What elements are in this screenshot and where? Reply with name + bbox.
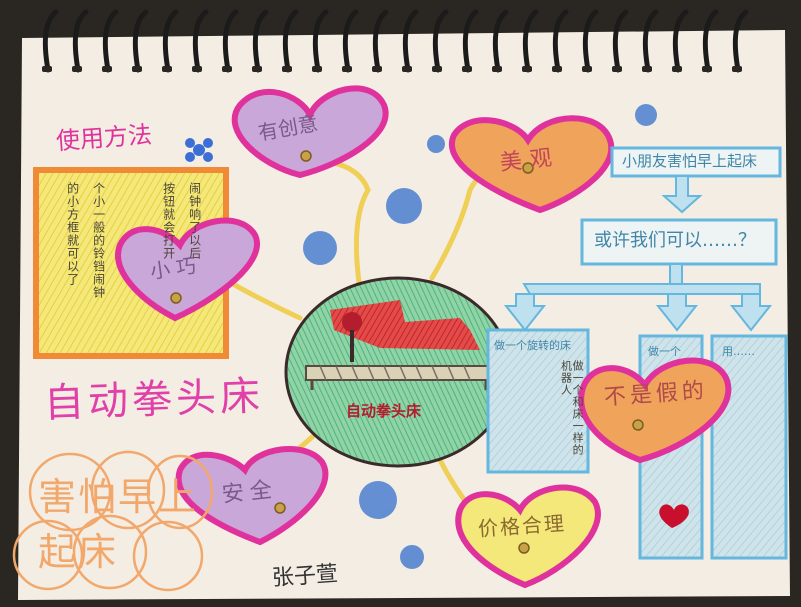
blue-dots	[303, 104, 657, 569]
heart-bottom-right	[455, 484, 601, 589]
spiral-holes	[42, 66, 742, 72]
center-label: 自动拳头床	[346, 402, 422, 420]
solution-box-1-text: 做一个和床一样的机器人	[559, 360, 585, 456]
spiral-binding	[42, 9, 749, 73]
heart-top	[231, 85, 389, 179]
bed-drawing	[305, 300, 493, 390]
signature: 张子萱	[271, 561, 339, 592]
solution-box-1-label: 做一个旋转的床	[494, 339, 571, 352]
solution-box-2-label: 做一个	[648, 345, 681, 358]
worry-text: 害怕早上起床	[38, 475, 199, 575]
page-title: 自动拳头床	[43, 373, 265, 427]
arrow-down-icon	[661, 175, 703, 214]
heart-bottom	[175, 446, 329, 546]
problem-text: 小朋友害怕早上起床	[622, 152, 758, 170]
usage-note-2: 的小方框就可以了	[65, 182, 80, 286]
branch-arrows	[503, 263, 773, 332]
problem-box	[610, 146, 782, 178]
heart-label-bottom: 安全	[220, 477, 280, 508]
heart-right	[578, 357, 732, 464]
solution-box-3	[710, 334, 788, 560]
usage-label: 使用方法	[55, 120, 153, 156]
usage-note-3: 按钮就会打开	[161, 182, 176, 260]
usage-note-4: 闹钟响了以后	[187, 182, 202, 260]
flower-sticker	[185, 138, 213, 162]
worry-bubbles	[12, 450, 214, 592]
solution-box-3-label: 用……	[722, 345, 755, 358]
heart-label-bottom-right: 价格合理	[477, 510, 567, 542]
brad-fasteners	[170, 150, 644, 554]
idea-text: 或许我们可以……？	[594, 230, 756, 251]
usage-note-1: 个小一般的铃铛闹钟	[91, 182, 106, 299]
heart-left	[115, 217, 260, 322]
idea-box	[580, 218, 778, 266]
small-red-heart	[659, 504, 689, 528]
